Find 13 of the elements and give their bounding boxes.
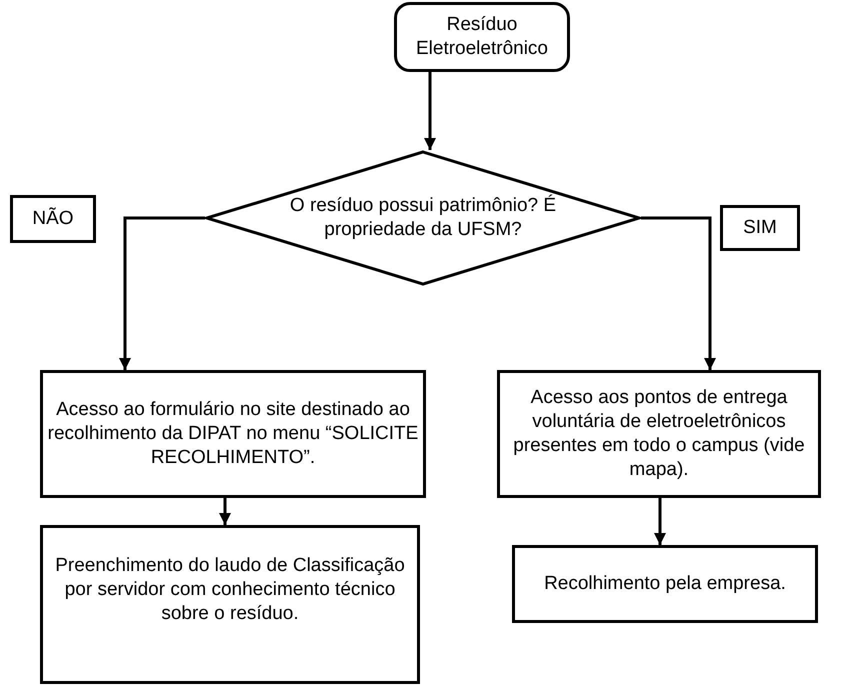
decision-text: O resíduo possui patrimônio? É propriedade da UFSM? xyxy=(288,194,558,242)
process-box: Acesso aos pontos de entrega voluntária de eletroeletrônicos presentes em todo o campus (vide mapa). xyxy=(497,370,821,498)
arrow xyxy=(219,498,231,525)
answer-box: SIM xyxy=(720,205,800,251)
process-box: Acesso ao formulário no site destinado ao recolhimento da DIPAT no menu “SOLICITE RECOLHIMENTO”. xyxy=(40,370,426,498)
answer-box: NÃO xyxy=(10,195,96,243)
start-terminal: Resíduo Eletroeletrônico xyxy=(394,2,570,72)
arrow xyxy=(654,498,666,545)
arrow xyxy=(424,72,436,150)
arrow xyxy=(119,216,205,370)
process-box: Recolhimento pela empresa. xyxy=(512,545,818,623)
process-box: Preenchimento do laudo de Classificação por servidor com conhecimento técnico sobre o resíduo. xyxy=(40,525,420,684)
arrow xyxy=(641,216,716,370)
